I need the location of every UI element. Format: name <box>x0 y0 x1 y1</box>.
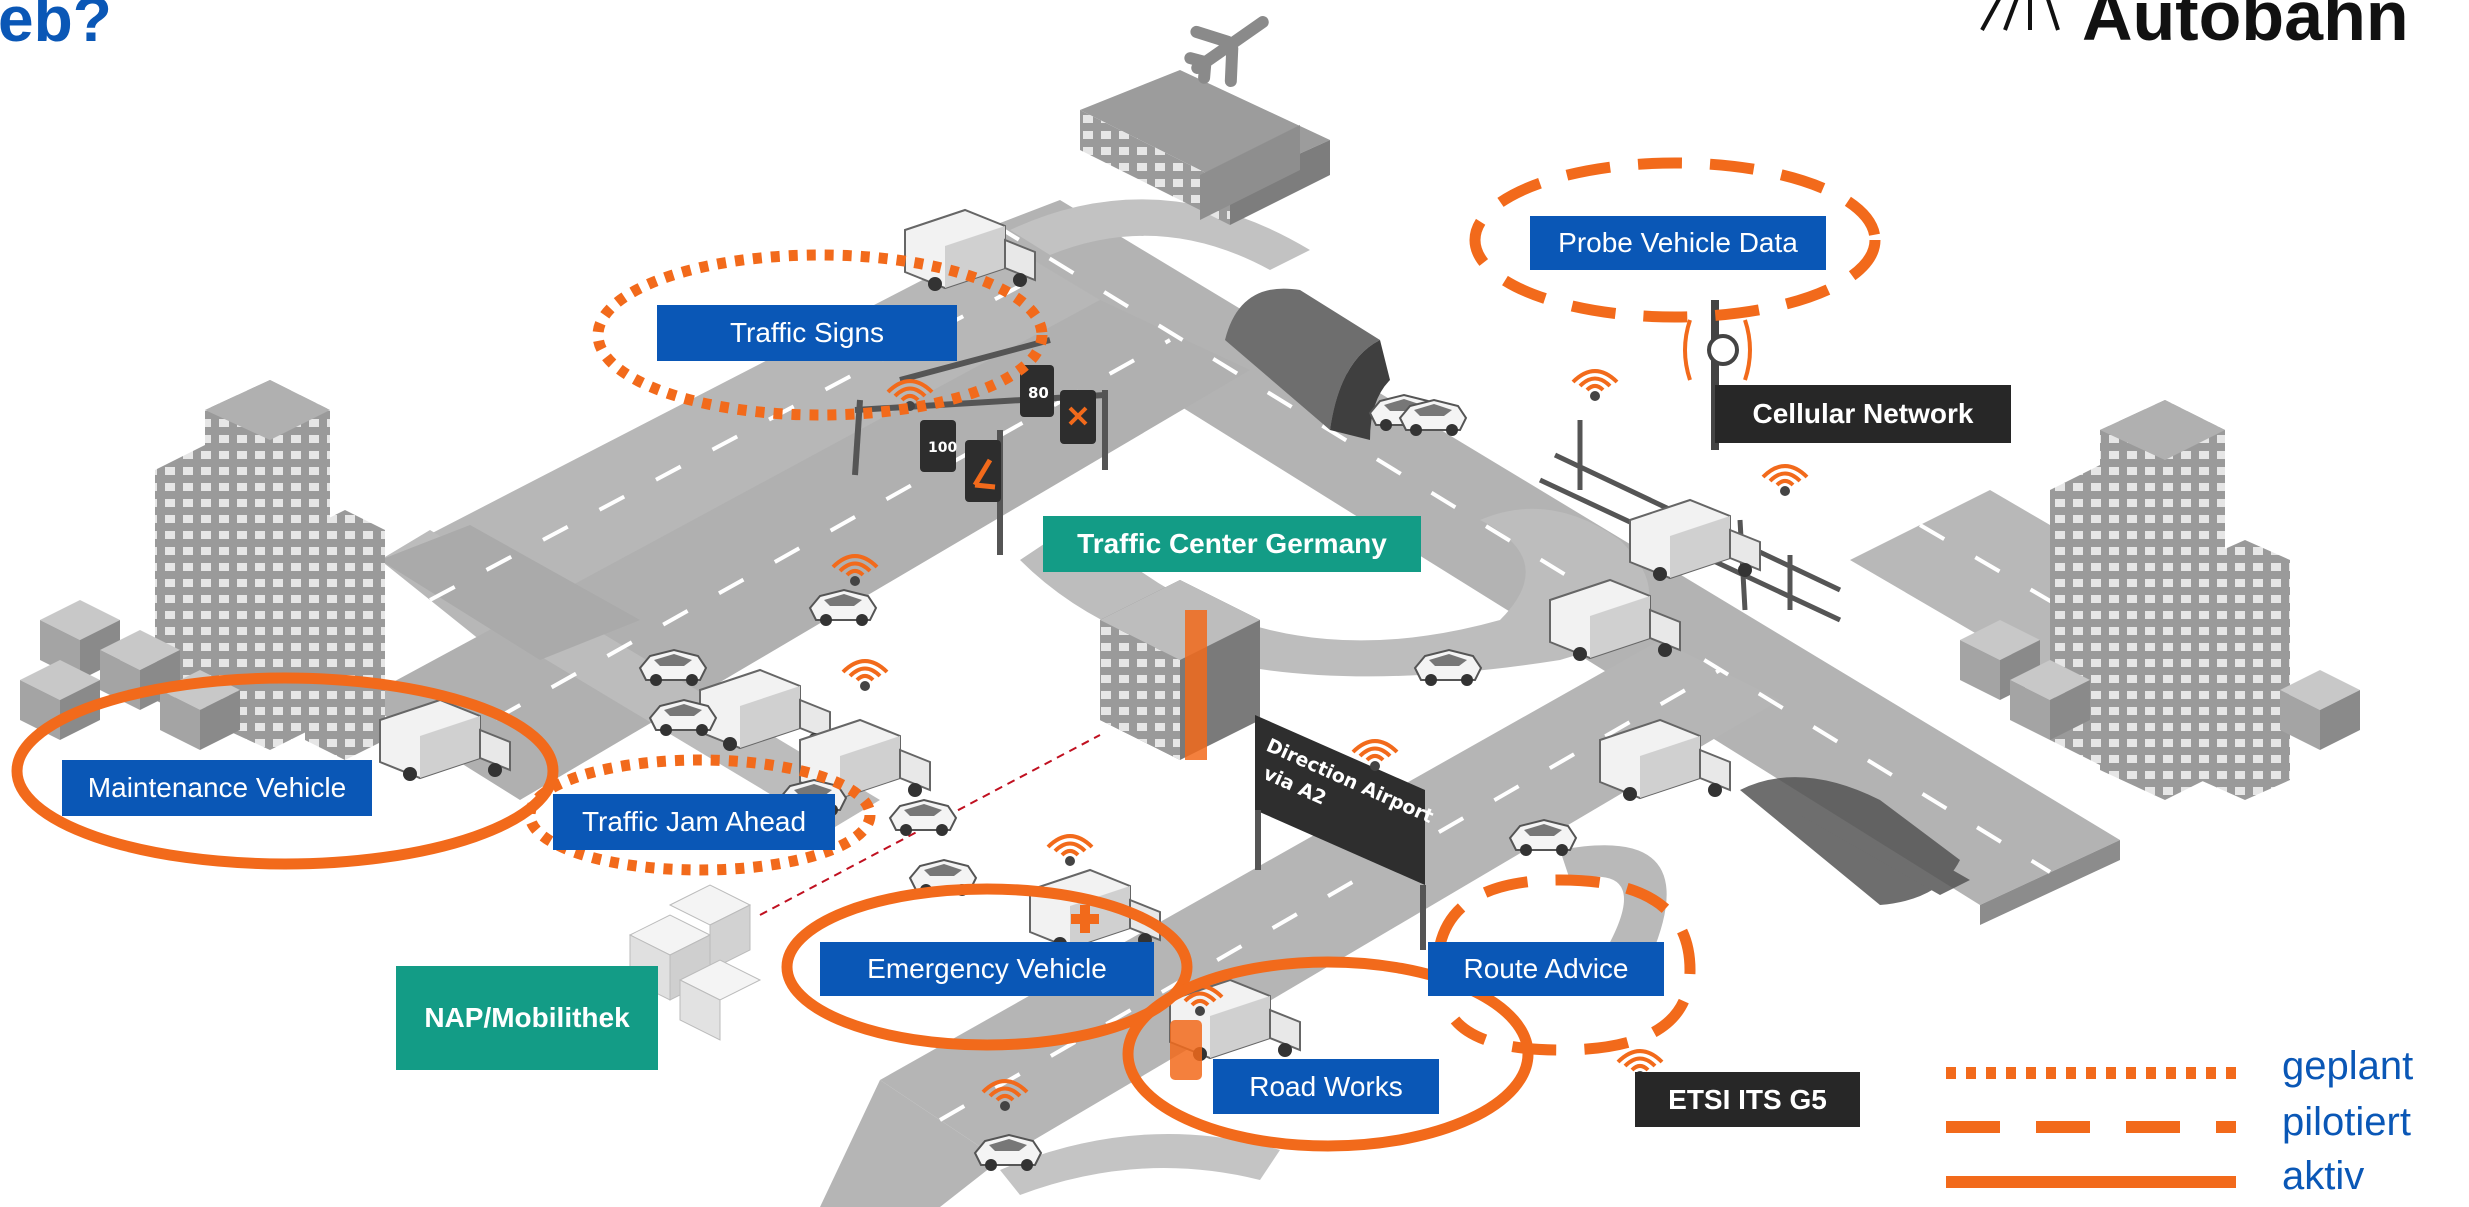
traffic-center-germany-label: Traffic Center Germany <box>1043 516 1421 572</box>
route-advice-outline-piloted <box>1434 874 1696 1056</box>
road-works-sign <box>1170 1020 1202 1080</box>
traffic-center-building <box>1100 580 1260 760</box>
truck-gantry <box>1629 499 1761 582</box>
nap-mobilithek-label: NAP/Mobilithek <box>396 966 658 1070</box>
ramp-bottom <box>1000 1134 1280 1195</box>
maintenance-outline-active <box>11 672 559 870</box>
probe-vehicle-data-label: Probe Vehicle Data <box>1530 216 1826 270</box>
car-tunnel-2 <box>1399 399 1467 437</box>
legend-piloted-text: pilotiert <box>2282 1100 2411 1144</box>
road-works-label: Road Works <box>1213 1059 1439 1114</box>
traffic-jam-outline-planned <box>524 754 876 876</box>
car-left-1 <box>809 589 877 627</box>
road-network <box>360 199 2230 1207</box>
ambulance <box>1029 869 1161 952</box>
sign-80-text: 80 <box>1028 384 1049 402</box>
autobahn-logo-icon <box>1980 0 2060 31</box>
airport-terminal <box>1080 70 1330 225</box>
legend-active-text: aktiv <box>2282 1154 2365 1198</box>
status-outlines <box>11 157 1881 1152</box>
brand-name: Autobahn <box>2082 0 2409 55</box>
car-right-lower <box>1509 819 1577 857</box>
road-bottom-left <box>820 1080 1000 1207</box>
page-title-fragment: eb? <box>0 0 112 55</box>
car-bottom <box>974 1134 1042 1172</box>
car-left-3 <box>649 699 717 737</box>
emergency-outline-active <box>781 883 1193 1051</box>
sign-gantry: 100 80 <box>852 337 1108 555</box>
car-jam-2 <box>889 799 957 837</box>
left-towers <box>20 380 385 760</box>
probe-vehicle-outline-piloted <box>1469 157 1881 323</box>
etsi-its-g5-label: ETSI ITS G5 <box>1635 1072 1860 1127</box>
car-middle <box>1414 649 1482 687</box>
cellular-network-label: Cellular Network <box>1715 385 2011 443</box>
legend-planned-text: geplant <box>2282 1044 2414 1088</box>
emergency-vehicle-label: Emergency Vehicle <box>820 942 1154 996</box>
traffic-signs-label: Traffic Signs <box>657 305 957 361</box>
car-left-2 <box>639 649 707 687</box>
traffic-signs-outline-planned <box>592 249 1048 421</box>
traffic-jam-ahead-label: Traffic Jam Ahead <box>553 794 835 850</box>
shadow-stripes <box>1740 777 1970 905</box>
road-left-side <box>380 525 640 660</box>
right-towers <box>1960 400 2360 800</box>
maintenance-vehicle-label: Maintenance Vehicle <box>62 760 372 816</box>
sign-100-text: 100 <box>928 440 957 456</box>
brand-logo: Autobahn <box>1980 0 2409 56</box>
route-advice-label: Route Advice <box>1428 942 1664 996</box>
road-works-outline-active <box>1122 956 1534 1152</box>
airplane-icon <box>1184 16 1269 88</box>
legend-swatches <box>1946 1067 2236 1188</box>
tunnel <box>1225 288 1390 440</box>
highway-main-side <box>1980 840 2120 925</box>
